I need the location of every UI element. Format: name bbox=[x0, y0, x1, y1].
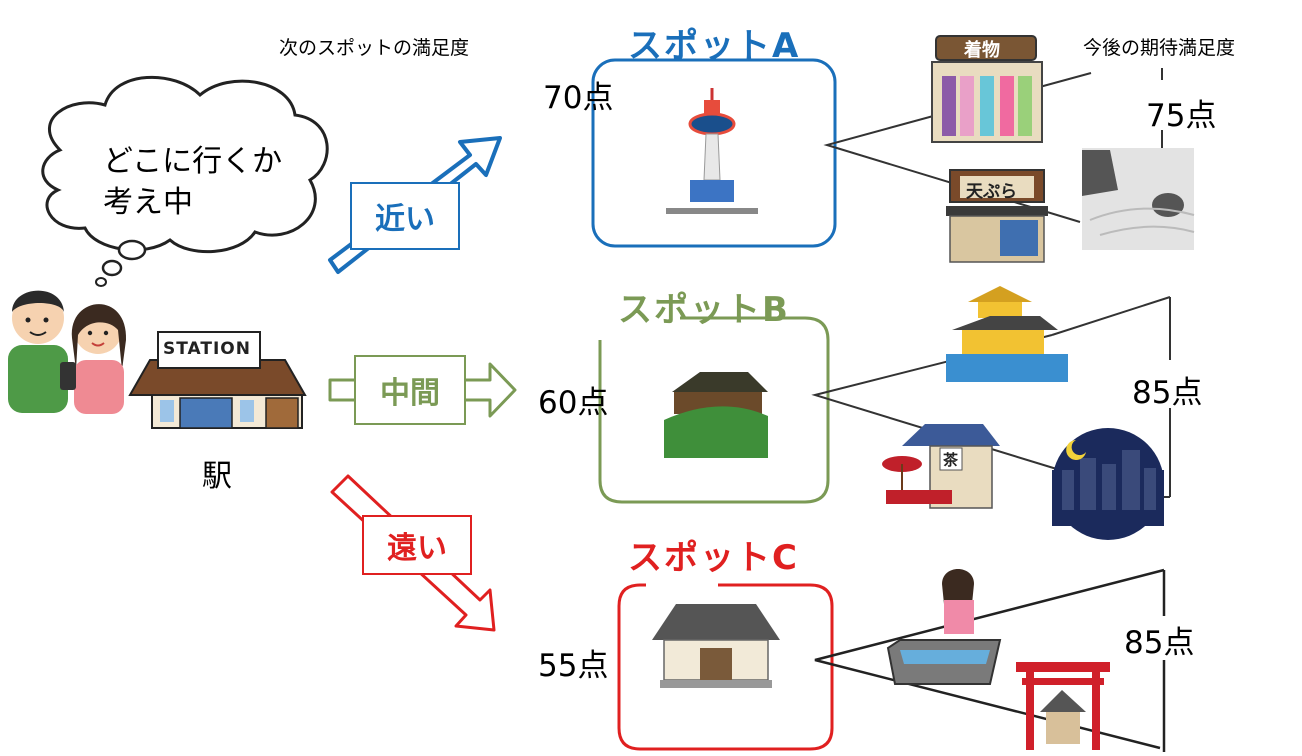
tempura-shop-sign: 天ぷら bbox=[966, 182, 1017, 202]
night-city-illustration bbox=[1052, 428, 1164, 540]
spot-c-box bbox=[617, 583, 834, 751]
kyoto-tower-illustration bbox=[666, 88, 758, 214]
spot-c-branch-lines bbox=[814, 568, 1166, 752]
thought-line-1: どこに行くか bbox=[103, 144, 283, 179]
station-building bbox=[128, 331, 307, 429]
route-label-near: 近い bbox=[350, 182, 460, 250]
tempura-shop-illustration bbox=[946, 169, 1048, 263]
rock-garden-illustration bbox=[1082, 148, 1195, 250]
tea-house-illustration bbox=[882, 424, 1000, 509]
header-future-satisfaction: 今後の期待満足度 bbox=[1083, 37, 1236, 59]
thought-bubble bbox=[41, 75, 329, 287]
station-sign: STATION bbox=[163, 339, 251, 359]
people-illustration bbox=[8, 290, 127, 414]
spot-a-title: スポットA bbox=[628, 26, 801, 66]
spot-c-title: スポットC bbox=[628, 538, 799, 578]
tea-house-sign: 茶 bbox=[943, 451, 959, 469]
route-label-far: 遠い bbox=[362, 515, 472, 575]
torii-shrine-illustration bbox=[1016, 662, 1110, 750]
thought-line-2: 考え中 bbox=[103, 185, 193, 220]
spot-a-future-score: 75点 bbox=[1146, 98, 1217, 134]
purification-basin-illustration bbox=[886, 569, 1002, 685]
spot-b-score: 60点 bbox=[538, 385, 609, 421]
temple-illustration bbox=[652, 604, 780, 688]
spot-a-box bbox=[591, 58, 837, 248]
spot-b-box bbox=[598, 316, 830, 504]
kiyomizu-temple-illustration bbox=[664, 372, 768, 458]
route-label-middle: 中間 bbox=[354, 355, 466, 425]
spot-c-score: 55点 bbox=[538, 648, 609, 684]
kimono-shop-sign: 着物 bbox=[964, 40, 1000, 61]
spot-c-future-score: 85点 bbox=[1124, 625, 1195, 661]
spot-b-future-score: 85点 bbox=[1132, 375, 1203, 411]
golden-pavilion-illustration bbox=[946, 286, 1068, 382]
spot-b-title: スポットB bbox=[618, 290, 790, 330]
spot-a-score: 70点 bbox=[543, 80, 614, 116]
kimono-shop-illustration bbox=[931, 35, 1043, 143]
station-label: 駅 bbox=[202, 459, 232, 494]
header-next-spot-satisfaction: 次のスポットの満足度 bbox=[279, 37, 470, 59]
